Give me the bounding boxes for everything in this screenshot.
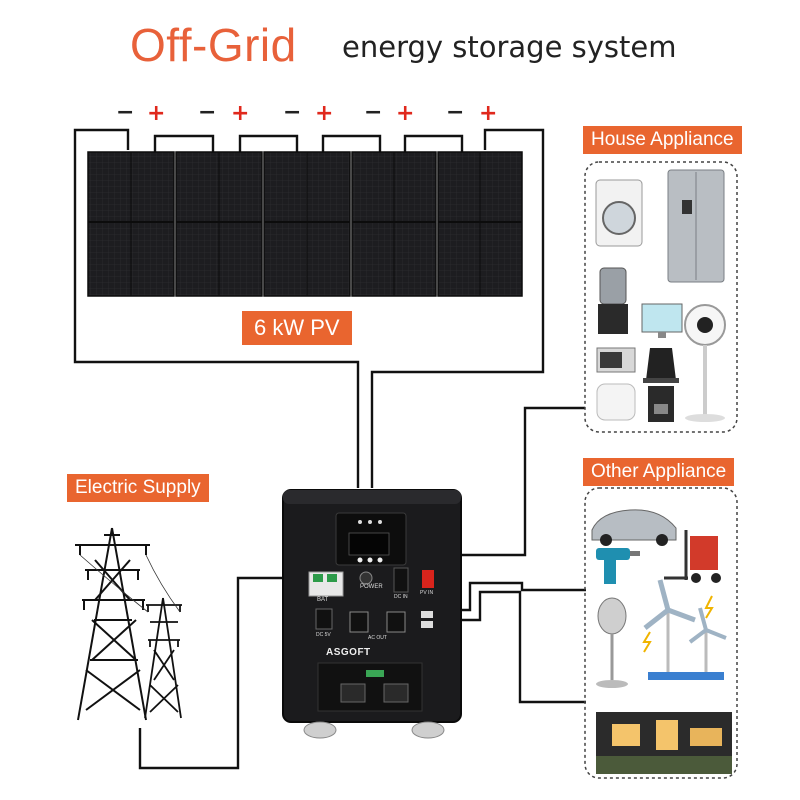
blender-icon	[598, 267, 628, 334]
series-link-4	[403, 134, 464, 152]
solar-panel-2	[175, 151, 263, 297]
solar-panel-4	[351, 151, 437, 297]
other-appliance-label: Other Appliance	[583, 458, 735, 486]
router-icon	[596, 383, 636, 421]
pv-positive-wire	[370, 128, 545, 488]
monitor-icon	[641, 303, 683, 338]
ac-outlet-2	[386, 611, 406, 633]
house-icon	[596, 712, 732, 774]
kettle-icon	[643, 348, 679, 383]
microphone-icon	[596, 597, 628, 688]
inverter-ac-out-label: AC OUT	[368, 635, 387, 641]
power-tower-small	[144, 597, 182, 719]
inverter-dc-out-label: DC 5V	[316, 632, 331, 638]
panel-1-negative: −	[116, 100, 135, 125]
series-link-3	[321, 134, 382, 152]
wind-turbine-icon	[642, 579, 727, 680]
inverter-pv-in-label: PV IN	[420, 590, 434, 596]
panel-1-positive: +	[147, 101, 166, 126]
solar-panel-1	[87, 151, 175, 297]
solar-array	[87, 151, 523, 297]
power-lines	[79, 554, 181, 613]
drill-icon	[596, 548, 640, 584]
coffee-maker-icon	[648, 386, 674, 422]
solar-panel-3	[263, 151, 351, 297]
page-subtitle: energy storage system	[342, 30, 677, 64]
power-tower-large	[75, 527, 150, 721]
inverter-power-label: POWER	[360, 584, 383, 590]
pv-capacity-label: 6 kW PV	[242, 311, 352, 345]
panel-3-positive: +	[315, 101, 334, 126]
fan-icon	[684, 304, 726, 422]
inverter-bat-label: BAT	[317, 597, 329, 603]
panel-2-negative: −	[198, 100, 217, 125]
series-link-1	[153, 134, 215, 152]
panel-2-positive: +	[231, 101, 250, 126]
inverter-dc-in-label: DC IN	[394, 594, 408, 600]
power-button	[359, 571, 373, 585]
car-icon	[591, 509, 677, 546]
panel-3-negative: −	[283, 100, 302, 125]
panel-4-positive: +	[396, 101, 415, 126]
other-appliance-wire-2	[428, 590, 586, 704]
panel-4-negative: −	[364, 100, 383, 125]
electric-supply-label: Electric Supply	[67, 474, 209, 502]
microwave-icon	[596, 347, 636, 373]
panel-5-positive: +	[479, 101, 498, 126]
house-appliance-label: House Appliance	[583, 126, 742, 154]
refrigerator-icon	[667, 169, 725, 283]
forklift-icon	[664, 530, 721, 583]
solar-panel-5	[437, 151, 523, 297]
inverter-brand: ASGOFT	[326, 647, 371, 658]
inverter-unit	[282, 489, 462, 739]
page-title: Off-Grid	[130, 19, 297, 71]
ac-outlet-1	[349, 611, 369, 633]
series-link-2	[238, 134, 299, 152]
house-appliance-frame	[584, 161, 738, 433]
other-appliance-frame	[584, 487, 738, 779]
washing-machine-icon	[595, 179, 643, 247]
pv-negative-wire	[73, 128, 360, 488]
panel-5-negative: −	[446, 100, 465, 125]
other-appliance-wire-1	[428, 581, 586, 612]
